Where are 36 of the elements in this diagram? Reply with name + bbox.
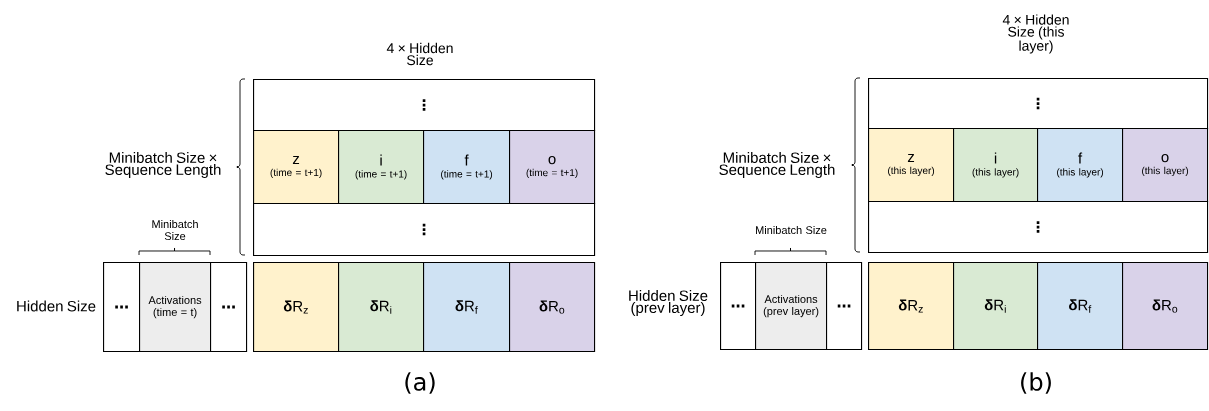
gradient-cell: δR$_{f}$ <box>1037 262 1124 351</box>
panel-label: (a) <box>405 372 435 394</box>
dimension-label: Hidden Size (prev layer) <box>629 290 708 316</box>
ellipsis-row: ⋮ <box>868 201 1209 254</box>
panel-label: (b) <box>1021 372 1051 394</box>
gate-cell: f (this layer) <box>1037 128 1124 203</box>
dimension-label: 4 × Hidden Size (this layer) <box>1002 14 1069 54</box>
gate-cell: z (time = t+1) <box>253 130 340 205</box>
gate-cell: o (time = t+1) <box>509 130 596 205</box>
gate-cell: f (time = t+1) <box>423 130 511 205</box>
ellipsis-cell: … <box>720 262 757 351</box>
gate-cell: z (this layer) <box>868 128 955 203</box>
gradient-cell: δR$_{o}$ <box>1122 262 1209 351</box>
activation-cell: Activations (prev layer) <box>755 262 828 351</box>
ellipsis-row: ⋮ <box>868 78 1209 130</box>
gradient-cell: δR$_{o}$ <box>509 262 596 353</box>
ellipsis-row: ⋮ <box>253 203 596 257</box>
dimension-label: Minibatch Size <box>756 225 827 235</box>
dimension-label: Hidden Size <box>17 300 96 312</box>
ellipsis-cell: … <box>103 262 141 353</box>
dimension-label: Minibatch Size × Sequence Length <box>719 152 835 178</box>
gradient-cell: δR$_{z}$ <box>253 262 340 353</box>
gate-cell: o (this layer) <box>1122 128 1209 203</box>
gradient-cell: δR$_{i}$ <box>338 262 425 353</box>
dimension-label: Minibatch Size × Sequence Length <box>105 152 221 178</box>
gate-cell: i (time = t+1) <box>338 130 425 205</box>
ellipsis-cell: … <box>826 262 863 351</box>
gradient-cell: δR$_{i}$ <box>953 262 1039 351</box>
gradient-cell: δR$_{z}$ <box>868 262 955 351</box>
gradient-cell: δR$_{f}$ <box>423 262 511 353</box>
activation-cell: Activations (time = t) <box>139 262 212 353</box>
ellipsis-row: ⋮ <box>253 79 596 132</box>
dimension-label: 4 × Hidden Size <box>386 42 453 66</box>
dimension-label: Minibatch Size <box>152 219 198 241</box>
ellipsis-cell: … <box>210 262 248 353</box>
gate-cell: i (this layer) <box>953 128 1039 203</box>
